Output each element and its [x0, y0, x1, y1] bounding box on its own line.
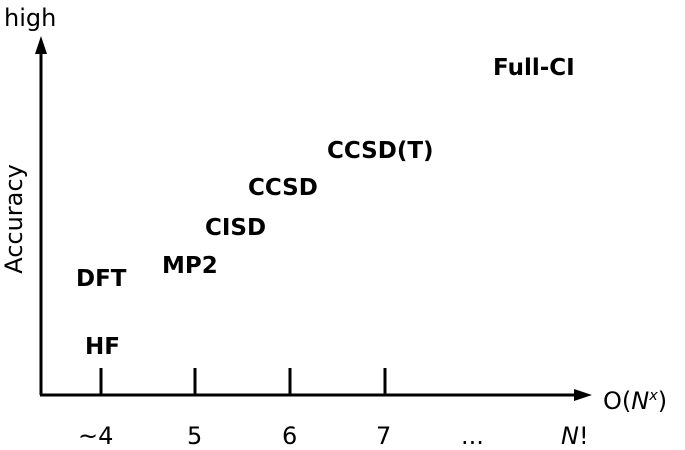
tick-label-n: N [561, 422, 579, 450]
y-axis-top-label: high [4, 4, 57, 32]
x-axis-label: O(Nx) [603, 389, 667, 413]
method-hf: HF [85, 334, 120, 360]
tick-label-factorial: ! [578, 422, 589, 450]
tick-label-ellipsis: ... [461, 422, 484, 450]
x-axis-label-prefix: O( [603, 387, 632, 415]
x-axis-label-exp: x [649, 388, 658, 404]
method-full-ci: Full-CI [493, 55, 575, 81]
tick-label-5: 5 [187, 422, 203, 450]
method-mp2: MP2 [162, 253, 218, 279]
tick-label-7: 7 [376, 422, 392, 450]
x-axis-label-suffix: ) [657, 387, 668, 415]
method-cisd: CISD [205, 215, 267, 241]
method-ccsd: CCSD [248, 175, 318, 201]
x-axis-label-var: N [631, 387, 650, 415]
y-axis-label: Accuracy [0, 164, 28, 274]
tick-label-4: ~4 [78, 422, 114, 450]
tick-label-n-factorial: N! [561, 424, 589, 448]
method-dft: DFT [76, 266, 127, 292]
method-ccsd-t: CCSD(T) [327, 138, 434, 164]
tick-label-6: 6 [282, 422, 298, 450]
y-axis-arrowhead [35, 36, 47, 54]
x-axis-arrowhead [574, 389, 592, 401]
